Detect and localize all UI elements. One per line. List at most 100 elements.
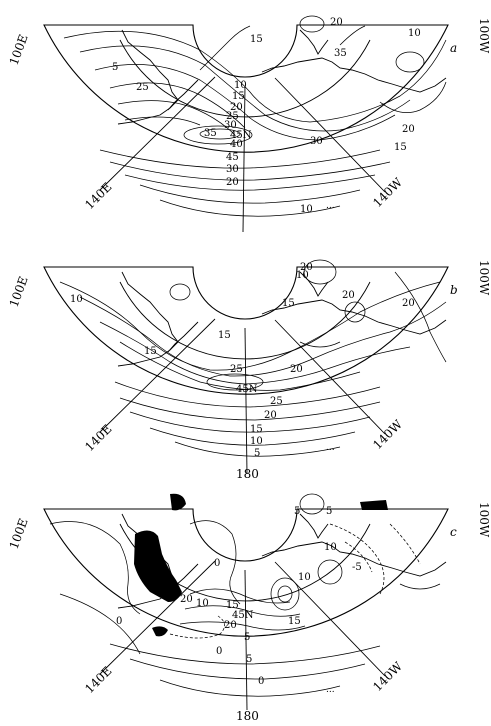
contour-label: 20	[226, 177, 239, 188]
meridian-140e	[99, 318, 216, 433]
dots: ...	[326, 443, 335, 453]
center-latitude-label: 45N	[232, 610, 254, 621]
panel-letter: b	[450, 283, 458, 297]
contour-label: 15	[144, 346, 157, 357]
lon-label-100e: 100E	[7, 32, 31, 67]
map-frame	[43, 24, 449, 153]
meridian-140w	[274, 319, 386, 435]
map-panel-c: c 100E 140E 180 140W 100W 45N 20 10 15 2…	[0, 484, 491, 726]
map-panel-b: b 100E 140E 180 140W 100W 45N 10 15 15 2…	[0, 242, 491, 484]
contour-label: 10	[196, 598, 209, 609]
meridian-180	[244, 327, 248, 475]
latitude-circle	[119, 281, 371, 360]
map-panel-a: a 100E 140E 140W 100W 45N 10 15 20 25 30…	[0, 0, 491, 242]
contour-label: 15	[250, 34, 263, 45]
map-c-svg: c 100E 140E 180 140W 100W 45N 20 10 15 2…	[7, 493, 491, 723]
contour-label: 5	[254, 448, 260, 459]
contour-label: 10	[250, 436, 263, 447]
contour-label: 20	[180, 594, 193, 605]
contour-label: 20	[290, 364, 303, 375]
lon-label-140w: 140W	[370, 659, 405, 694]
contour-label: 25	[230, 364, 243, 375]
coastline-asia	[117, 271, 179, 367]
contour-label: 0	[214, 558, 220, 569]
map-frame	[43, 266, 449, 395]
map-a-svg: a 100E 140E 140W 100W 45N 10 15 20 25 30…	[7, 15, 491, 233]
contour-label: 5	[244, 632, 250, 643]
contour-label: 15	[226, 600, 239, 611]
contour-label: 30	[224, 120, 237, 131]
coastline-asia	[117, 29, 179, 125]
lon-label-100w: 100W	[477, 260, 491, 296]
lon-label-140e: 140E	[82, 180, 114, 212]
shaded-region	[360, 500, 388, 510]
contour-label: 20	[402, 298, 415, 309]
coastline-japan	[167, 321, 199, 353]
coastline-northwest-america	[299, 29, 329, 55]
shaded-region	[170, 493, 186, 511]
contour-label: 15	[218, 330, 231, 341]
lon-label-180: 180	[236, 467, 259, 481]
contour-label: 5	[246, 654, 252, 665]
contour-label: 5	[326, 506, 332, 517]
contour-label: 25	[270, 396, 283, 407]
contour-label: 25	[136, 82, 149, 93]
lon-label-140w: 140W	[370, 417, 405, 452]
coastline-alaska	[261, 299, 447, 335]
contour-label: 0	[116, 616, 122, 627]
contour-label: 20	[402, 124, 415, 135]
contour-label: 20	[342, 290, 355, 301]
contour-label: 25	[226, 111, 239, 122]
contour-label: 20	[330, 17, 343, 28]
contour-label: 20	[224, 620, 237, 631]
coastline-japan	[167, 79, 199, 111]
lon-label-140w: 140W	[370, 175, 405, 210]
panel-letter: a	[450, 41, 457, 55]
contour-label: 5	[144, 536, 150, 547]
contour-label: 0	[258, 676, 264, 687]
coastline-alaska	[261, 541, 447, 577]
coastline-alaska	[261, 57, 447, 93]
contour-label: 30	[226, 164, 239, 175]
lon-label-100w: 100W	[477, 502, 491, 538]
lon-label-100e: 100E	[7, 516, 31, 551]
meridian-140e	[99, 76, 216, 191]
contour-label: 5	[112, 62, 118, 73]
contour-label: 10	[408, 28, 421, 39]
coastline-northwest-america	[299, 513, 329, 539]
contour-label: -5	[352, 562, 362, 573]
panel-letter: c	[450, 525, 457, 539]
contour-label: 10	[300, 204, 313, 215]
dots: ...	[326, 201, 335, 211]
contour-label: 10	[298, 572, 311, 583]
center-latitude-label: 45N	[230, 130, 252, 141]
contour-label: 35	[204, 128, 217, 139]
meridian-180	[244, 569, 248, 711]
contour-label: 40	[230, 139, 243, 150]
contour-label: 15	[232, 91, 245, 102]
contour-label: 35	[334, 48, 347, 59]
contour-label: 15	[282, 298, 295, 309]
map-b-svg: b 100E 140E 180 140W 100W 45N 10 15 15 2…	[7, 259, 491, 481]
lon-label-100e: 100E	[7, 274, 31, 309]
contour-label: 30	[310, 136, 323, 147]
contour-label: 10	[324, 542, 337, 553]
lon-label-180: 180	[236, 709, 259, 723]
meridian-140w	[274, 77, 386, 193]
contour-label: 15	[288, 616, 301, 627]
map-frame	[43, 508, 449, 637]
lon-label-140e: 140E	[82, 664, 114, 696]
meridian-140e	[99, 560, 216, 675]
dots: ...	[326, 685, 335, 695]
contour-label: 45	[226, 152, 239, 163]
contour-label: 0	[216, 646, 222, 657]
contour-label: 20	[264, 410, 277, 421]
meridian-180	[242, 85, 246, 233]
lon-label-140e: 140E	[82, 422, 114, 454]
contour-label: 20	[230, 102, 243, 113]
shaded-region	[152, 626, 168, 637]
contour-label: 10	[234, 80, 247, 91]
lon-label-100w: 100W	[477, 18, 491, 54]
contour-label: 20	[300, 262, 313, 273]
shaded-region	[134, 530, 182, 602]
